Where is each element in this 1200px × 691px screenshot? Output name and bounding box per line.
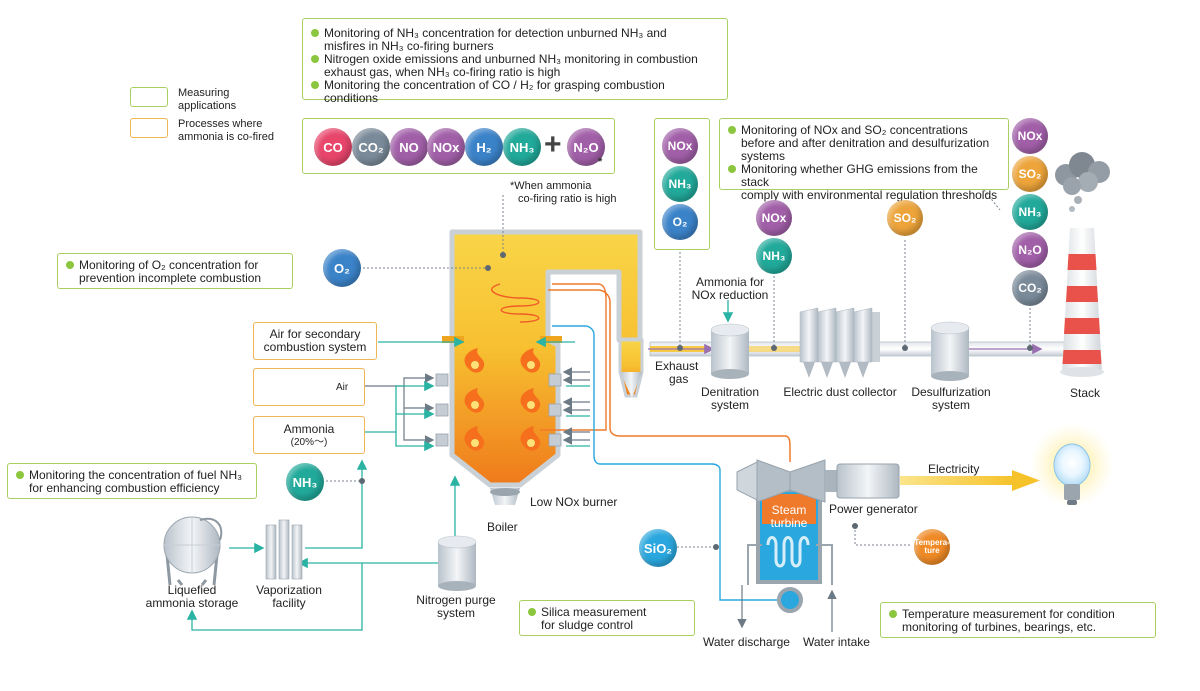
- legend-process-label: Processes where ammonia is co-fired: [178, 118, 274, 143]
- electricity-label: Electricity: [928, 462, 980, 476]
- vaporization-facility: [265, 519, 303, 580]
- flue-badge-nh3: NH₃: [662, 166, 698, 202]
- legend-process-swatch: [130, 118, 168, 138]
- gas-badge-co2: CO₂: [352, 128, 390, 166]
- nox-so2-box: Monitoring of NOx and SO₂ concentrations…: [719, 118, 1009, 202]
- air-label: Air: [336, 382, 349, 393]
- stack-badge-nh3: NH₃: [1012, 194, 1048, 230]
- n2o-asterisk: *: [598, 156, 603, 168]
- denitration-tank: [710, 323, 750, 379]
- stack-badge-co2: CO₂: [1012, 270, 1048, 306]
- combustion-bullet-2: Nitrogen oxide emissions and unburned NH…: [311, 53, 721, 79]
- stack: [1055, 152, 1110, 377]
- denit-badge-nox: NOx: [756, 200, 792, 236]
- gas-badge-co: CO: [314, 128, 352, 166]
- flue-badge-nox: NOx: [662, 128, 698, 164]
- light-bulb-icon: [1030, 423, 1114, 507]
- boiler-label: Boiler: [487, 520, 518, 534]
- fuel-nh3-badge: NH₃: [286, 463, 324, 501]
- gas-badge-nox: NOx: [427, 128, 465, 166]
- coal-feed-lines: [364, 367, 590, 445]
- legend-measuring-swatch: [130, 87, 168, 107]
- burner-ports: [435, 373, 562, 447]
- gas-badge-nh3: NH₃: [503, 128, 541, 166]
- temperature-badge: Tempera-ture: [914, 529, 950, 565]
- water-intake-label: Water intake: [803, 635, 870, 649]
- boiler: [442, 229, 644, 505]
- sensor-connectors: [322, 189, 1031, 548]
- flue-badge-o2: O₂: [662, 204, 698, 240]
- combustion-bullet-3: Monitoring the concentration of CO / H₂ …: [311, 79, 721, 105]
- gas-badge-h2: H₂: [465, 128, 503, 166]
- combustion-bullet-1: Monitoring of NH₃ concentration for dete…: [311, 27, 721, 53]
- electricity-arrow: [900, 470, 1040, 491]
- gas-badge-no: NO: [390, 128, 428, 166]
- dust-collector-label: Electric dust collector: [783, 385, 897, 399]
- stack-label: Stack: [1070, 386, 1101, 400]
- ammonia-storage-sphere: [163, 516, 223, 586]
- power-generator-label: Power generator: [829, 502, 918, 516]
- coal-air-box: [253, 368, 365, 406]
- flames-icon: [464, 348, 541, 451]
- ammonia-lines: [186, 300, 734, 631]
- nitrogen-purge-tank: [437, 535, 477, 591]
- water-line: [552, 325, 790, 601]
- dust-collector: [799, 307, 880, 378]
- stack-badge-nox: NOx: [1012, 118, 1048, 154]
- desulfurization-tank: [930, 321, 970, 381]
- ammonia-feed-box: Ammonia(20%〜): [253, 416, 365, 454]
- legend-measuring-label: Measuring applications: [178, 87, 237, 112]
- o2-badge: O₂: [323, 249, 361, 287]
- water-discharge-label: Water discharge: [703, 635, 790, 649]
- denit-badge-nh3: NH₃: [756, 238, 792, 274]
- gas-badge-n2o: N₂O: [567, 128, 605, 166]
- connector-dots: [359, 252, 1033, 550]
- sio2-badge: SiO₂: [639, 529, 677, 567]
- stack-badge-n2o: N₂O: [1012, 232, 1048, 268]
- stack-badge-so2: SO₂: [1012, 156, 1048, 192]
- steam-line: [548, 289, 791, 462]
- smoke-icon: [1055, 152, 1110, 212]
- combustion-monitoring-box: Monitoring of NH₃ concentration for dete…: [302, 18, 728, 105]
- low-nox-burner-label: Low NOx burner: [530, 495, 618, 509]
- fuel-nh3-box: Monitoring the concentration of fuel NH₃…: [7, 463, 257, 499]
- steam-turbine: [736, 459, 900, 632]
- so2-badge: SO₂: [887, 200, 923, 236]
- plus-sign: +: [544, 128, 562, 161]
